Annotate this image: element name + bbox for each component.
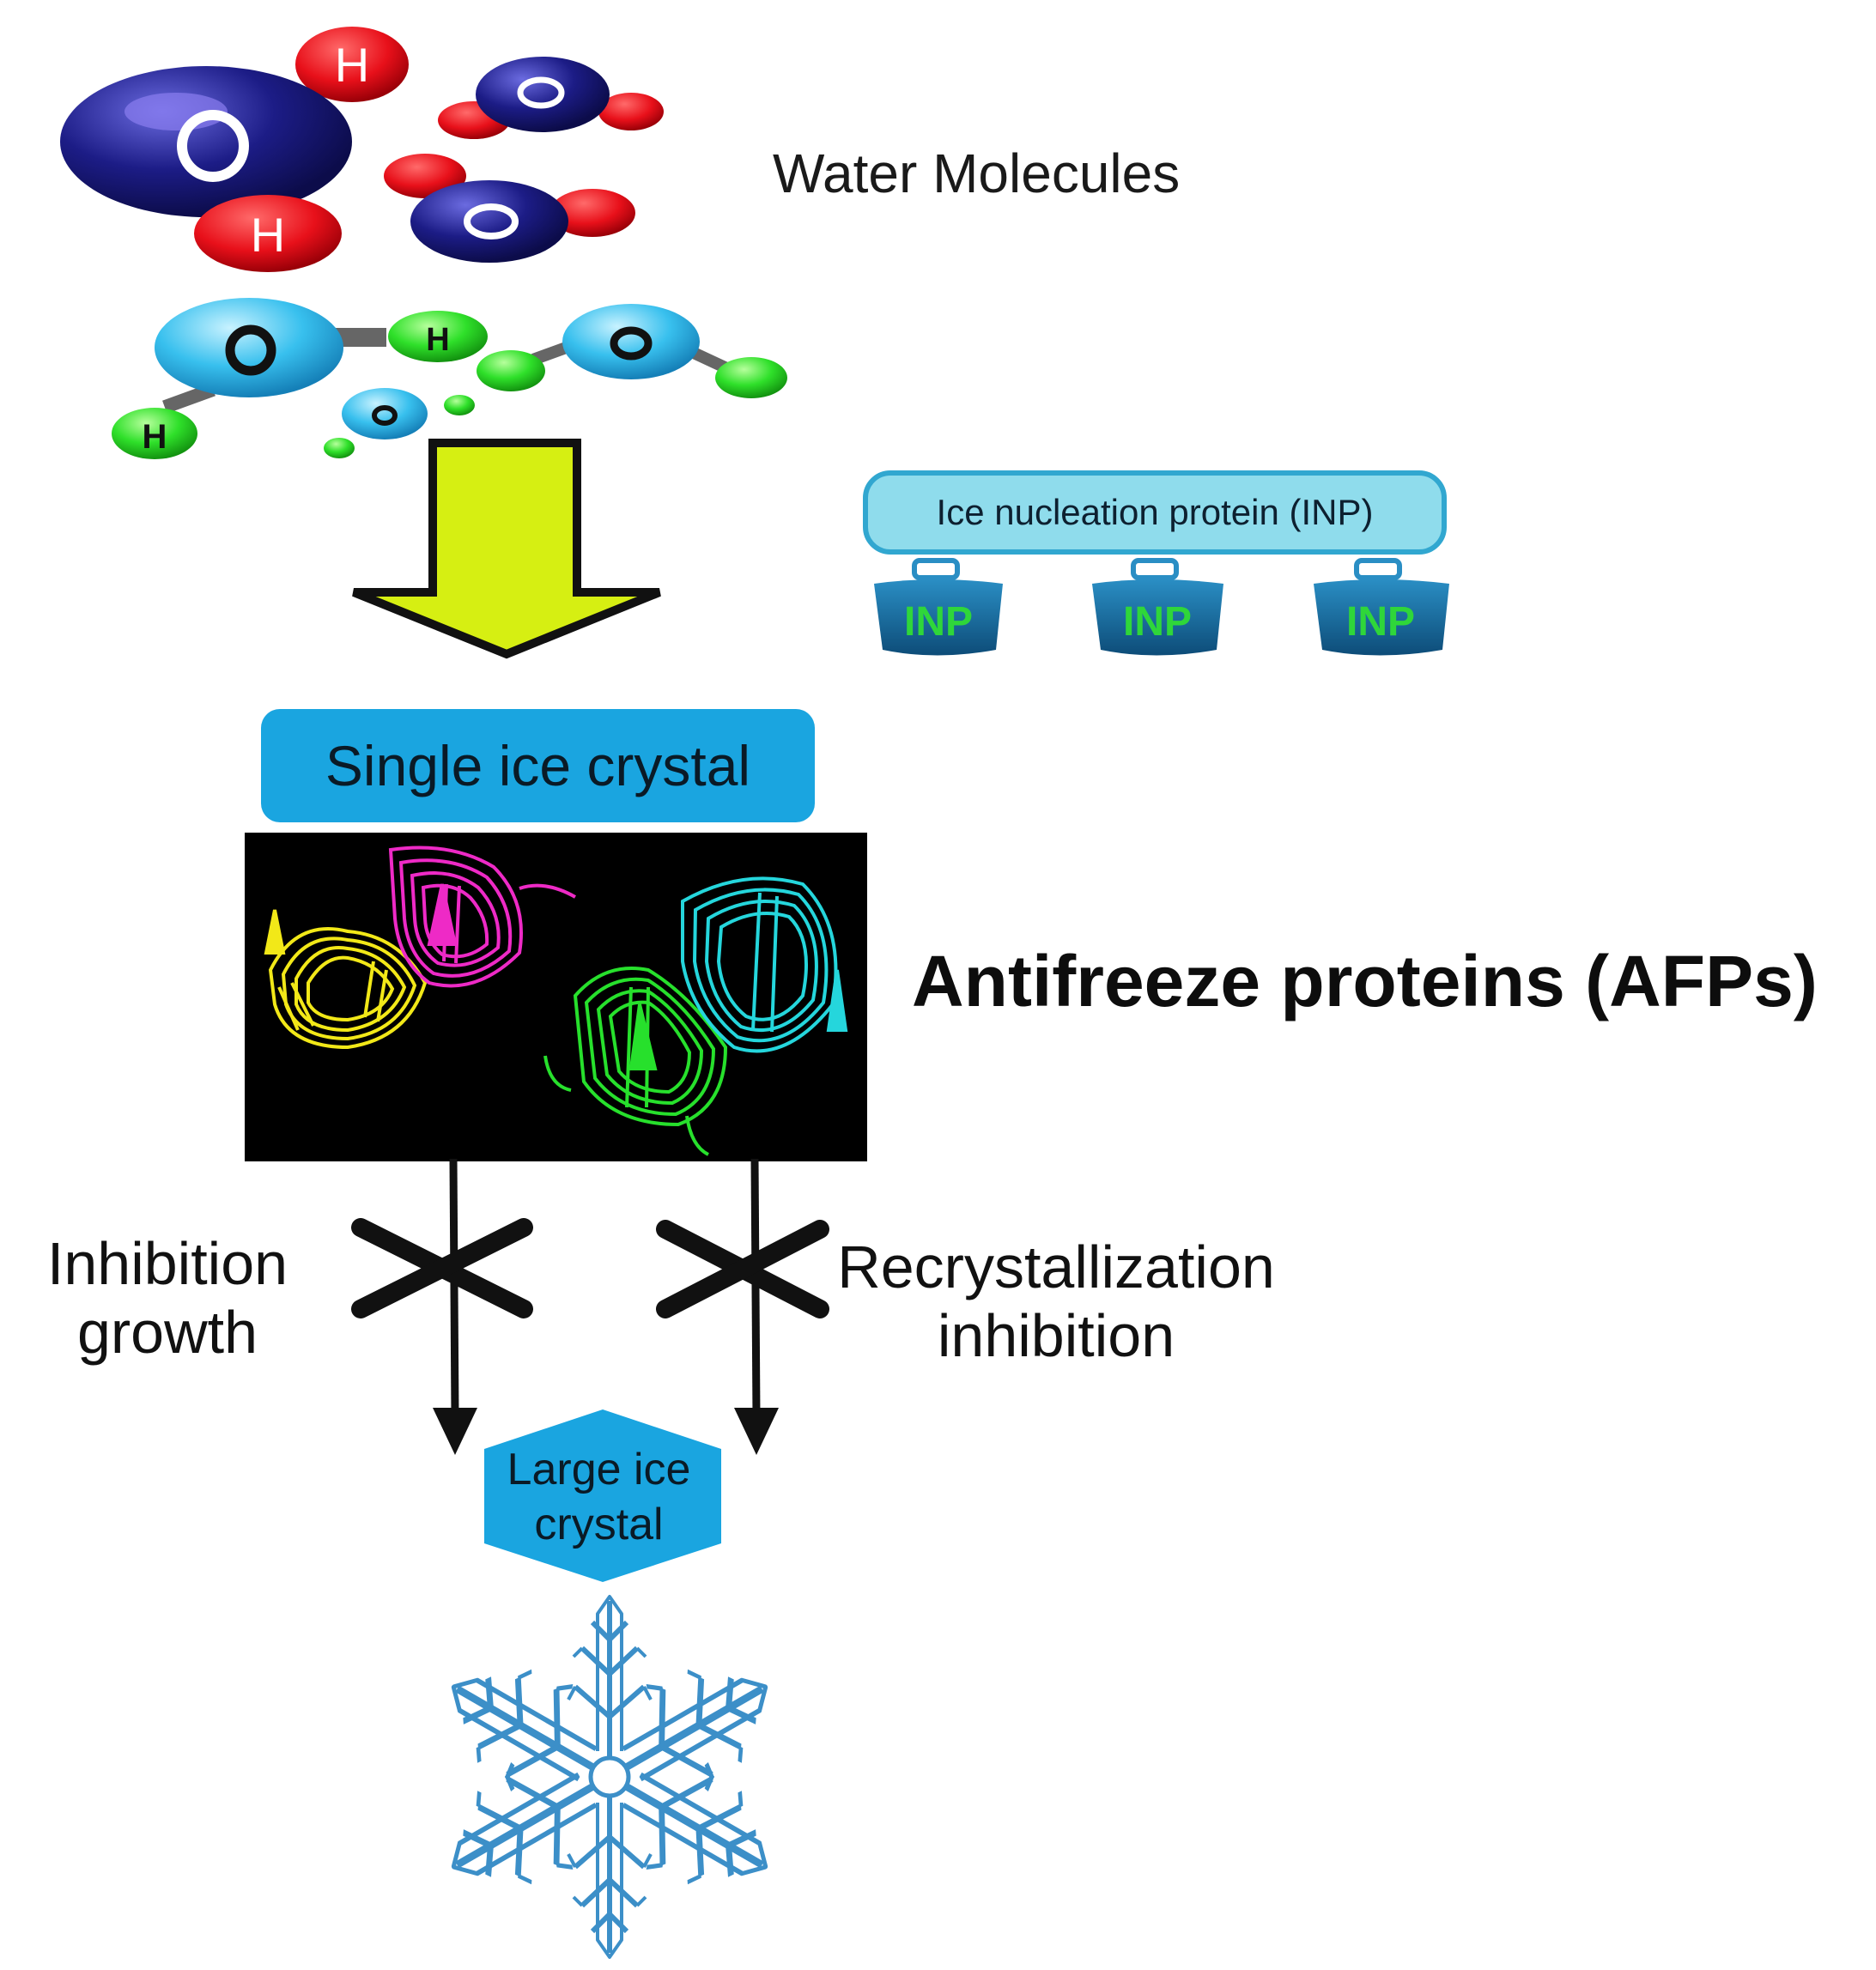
hydrogen-label: H: [251, 208, 285, 262]
hydrogen-label: H: [335, 38, 369, 92]
inhibition-arrows: [351, 1159, 829, 1455]
water-molecule-icon: [438, 57, 664, 139]
protein-ribbon-icon: [388, 846, 576, 988]
recryst-line2: inhibition: [937, 1302, 1175, 1369]
water-molecules-label: Water Molecules: [773, 142, 1181, 204]
protein-ribbon-icon: [264, 909, 428, 1050]
inp-units: INP INP INP: [874, 558, 1449, 656]
afp-label: Antifreeze proteins (AFPs): [912, 941, 1818, 1021]
recrystallization-inhibition-label: Recrystallization inhibition: [816, 1233, 1296, 1370]
inp-unit-icon: INP: [1092, 558, 1223, 656]
right-down-arrow-icon: [734, 1159, 779, 1455]
afp-protein-image: [245, 833, 867, 1161]
water-molecule-icon: H H: [60, 27, 409, 272]
snowflake-icon: [326, 1595, 893, 1966]
inp-header-bar: Ice nucleation protein (INP): [863, 470, 1447, 555]
hydrogen-label: H: [143, 418, 167, 456]
inhibition-growth-line2: growth: [76, 1299, 258, 1366]
inp-unit-label: INP: [1123, 599, 1192, 645]
inhibition-growth-line1: Inhibition: [46, 1230, 288, 1297]
inp-unit-icon: INP: [874, 558, 1003, 656]
protein-ribbon-icon: [543, 967, 728, 1156]
inp-unit-icon: INP: [1314, 558, 1449, 656]
large-ice-crystal-hexagon: [484, 1409, 721, 1582]
block-cross-icon: [351, 1218, 533, 1318]
inp-header-label: Ice nucleation protein (INP): [936, 492, 1374, 532]
water-molecule-icon: [477, 304, 787, 398]
inp-unit-label: INP: [904, 599, 973, 645]
single-ice-crystal-label: Single ice crystal: [325, 734, 751, 797]
hydrogen-label: H: [426, 322, 449, 358]
single-ice-crystal-box: Single ice crystal: [261, 709, 815, 822]
inhibition-growth-label: Inhibition growth: [34, 1229, 301, 1367]
block-cross-icon: [656, 1220, 829, 1318]
large-ice-crystal-label: Large ice crystal: [485, 1442, 713, 1552]
inp-unit-label: INP: [1346, 599, 1415, 645]
water-molecule-icon: [384, 154, 635, 263]
down-arrow-icon: [352, 439, 661, 659]
protein-ribbon-icon: [681, 876, 848, 1053]
large-crystal-line2: crystal: [534, 1500, 664, 1549]
large-crystal-line1: Large ice: [507, 1445, 691, 1494]
water-molecules-illustration: H H H H: [60, 27, 787, 459]
water-molecule-icon: [324, 388, 475, 458]
water-molecule-icon: H H: [112, 298, 488, 459]
left-down-arrow-icon: [433, 1159, 477, 1455]
recryst-line1: Recrystallization: [837, 1234, 1275, 1300]
